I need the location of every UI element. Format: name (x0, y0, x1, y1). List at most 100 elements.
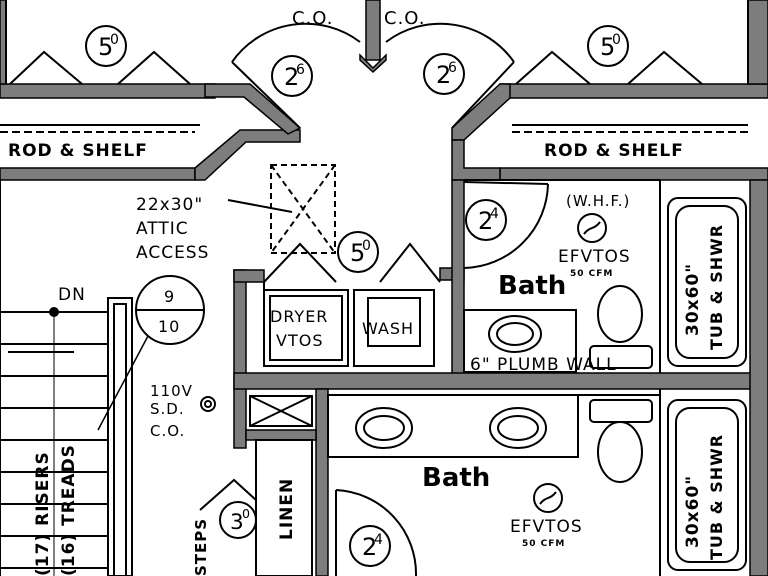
door-tag-sup: 0 (612, 32, 621, 48)
door-tag-label: 5 (600, 33, 615, 61)
door-tag-circle (337, 231, 379, 273)
dryer-inner (269, 295, 343, 361)
door-swing-bath-lower (335, 489, 418, 576)
toilet-upper-tank (589, 345, 653, 369)
label-attic-access: ACCESS (136, 243, 209, 263)
label-dn: DN (58, 285, 86, 305)
attic-box-lower (249, 395, 313, 427)
fan-upper-mark (583, 221, 601, 235)
door-tag-linen: 30 (219, 501, 257, 539)
door-swing-bath-upper (463, 183, 549, 269)
attic-x-2 (270, 164, 336, 254)
stair-arrow-dot (49, 307, 59, 317)
door-tag-bath-lower: 24 (349, 525, 391, 567)
label-bath-lower: Bath (422, 463, 490, 493)
label-sd-co: C.O. (150, 422, 185, 440)
label-attic-size: 22x30" (136, 195, 203, 215)
label-tub-upper-type: TUB & SHWR (707, 224, 726, 350)
door-leaf-hall-left (231, 61, 301, 129)
wall-linen-top (245, 429, 317, 441)
label-rise-top: 9 (164, 287, 175, 306)
label-cfm-lower: 50 CFM (522, 539, 565, 549)
door-tag-sup: 4 (490, 206, 499, 222)
door-tag-sup: 6 (296, 62, 305, 78)
wall-left-door-jamb (204, 83, 302, 135)
bifold-right-2 (627, 50, 703, 85)
door-tag-sup: 4 (374, 532, 383, 548)
wall-laundry-left (233, 269, 247, 449)
stair-rail-inner (113, 303, 127, 576)
door-tag-label: 2 (478, 207, 493, 235)
label-rod-shelf-right: ROD & SHELF (544, 141, 684, 161)
door-tag-bed-left: 50 (85, 25, 127, 67)
wall-right-closet-top (499, 83, 768, 99)
text-labels: C.O. C.O. ROD & SHELF ROD & SHELF 22x30"… (8, 8, 726, 576)
wall-top-divider (365, 0, 381, 61)
label-co-left: C.O. (292, 8, 333, 29)
wall-right-edge (747, 0, 768, 85)
door-tag-label: 5 (98, 33, 113, 61)
tub-lower (667, 399, 747, 571)
door-tag-label: 2 (362, 533, 377, 561)
wall-right-angle (451, 139, 501, 181)
door-tag-sup: 6 (448, 60, 457, 76)
fan-lower-mark (539, 491, 557, 505)
fan-lower (533, 483, 563, 513)
sink-lower-2-inner (497, 415, 539, 441)
bifold-left-2 (117, 50, 191, 85)
stair-rail (107, 297, 133, 576)
wall-lower-bath-left (315, 388, 329, 576)
door-tag-sup: 0 (362, 238, 371, 254)
door-swing-hall-right (385, 22, 515, 63)
label-rise-bottom: 10 (158, 317, 180, 336)
sink-upper-inner (496, 322, 534, 346)
wall-mid-horizontal (233, 372, 765, 390)
toilet-lower-bowl (597, 421, 643, 483)
label-whf: (W.H.F.) (566, 192, 630, 210)
label-plumb-wall: 6" PLUMB WALL (470, 355, 617, 375)
door-tag-hall-left: 26 (271, 55, 313, 97)
label-sd: S.D. (150, 400, 185, 418)
label-cfm-upper: 50 CFM (570, 269, 613, 279)
label-risers: (17) RISERS (33, 451, 53, 576)
wall-right-exterior (749, 179, 768, 576)
smoke-detector-icon (200, 396, 216, 412)
wall-laundry-top-left (233, 269, 265, 283)
door-tag-label: 3 (230, 510, 244, 535)
label-attic-word: ATTIC (136, 219, 189, 239)
door-tag-sup: 0 (242, 506, 250, 521)
door-tag-circle (271, 55, 313, 97)
label-tub-lower-size: 30x60" (683, 475, 703, 548)
sink-lower-2 (489, 407, 547, 449)
toilet-lower-tank (589, 399, 653, 423)
door-tag-circle (219, 501, 257, 539)
fan-upper (577, 213, 607, 243)
toilet-upper-bowl (597, 285, 643, 343)
sink-upper (488, 315, 542, 353)
dryer-box (263, 289, 349, 367)
label-steps: STEPS (192, 518, 210, 576)
door-leaf-hall-right (451, 61, 515, 129)
smoke-detector-icon-inner (204, 400, 212, 408)
wall-top-divider-tip (359, 53, 387, 74)
label-efvtos-lower: EFVTOS (510, 517, 583, 537)
bifold-laundry-2 (379, 242, 441, 283)
label-linen: LINEN (277, 478, 297, 540)
sink-lower-1 (355, 407, 413, 449)
door-tag-sup: 0 (110, 32, 119, 48)
tub-upper (667, 197, 747, 367)
door-tag-label: 5 (350, 239, 365, 267)
label-treads: (16) TREADS (59, 444, 79, 576)
label-tub-lower-type: TUB & SHWR (707, 434, 726, 560)
door-tag-circle (349, 525, 391, 567)
door-swing-hall-left (231, 22, 361, 63)
wall-left-closet-bottom (0, 167, 196, 181)
door-tag-laundry: 50 (337, 231, 379, 273)
label-dryer: DRYER (270, 307, 328, 326)
tub-lower-inner (675, 407, 739, 563)
door-tag-bed-right: 50 (587, 25, 629, 67)
